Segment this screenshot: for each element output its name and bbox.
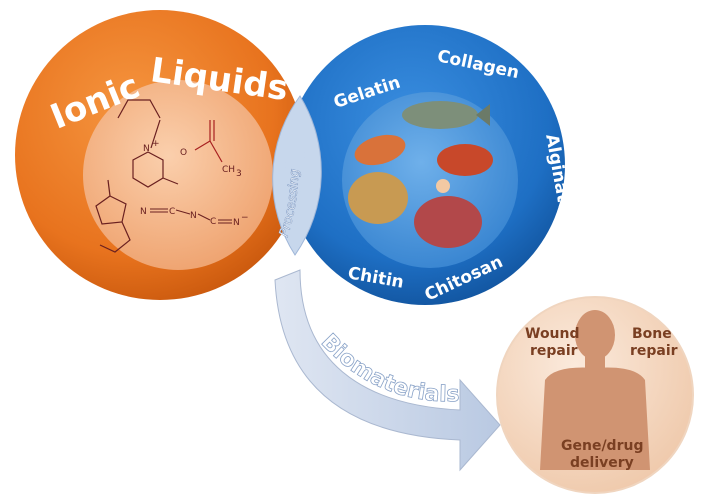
pyridinium-structure: [117, 99, 179, 188]
anion-n1: N: [140, 207, 147, 217]
anion-n3: N: [233, 218, 240, 228]
human-body-icon: [540, 310, 650, 470]
fish-image: [402, 101, 478, 129]
app-gene-line1: Gene/drug: [561, 438, 643, 454]
marine-sources-collage: [348, 101, 493, 248]
oxygen-label: O: [180, 148, 187, 158]
acetate-structure: [194, 120, 223, 163]
crab-image: [437, 144, 493, 176]
plus-sign: +: [152, 139, 160, 149]
dicyanamide-structure: [150, 208, 232, 224]
fish-tail: [476, 104, 490, 126]
ch3-subscript: 3: [236, 169, 242, 179]
imidazolium-structure: [95, 179, 131, 253]
red-algae-image: [414, 196, 482, 248]
app-wound-line2: repair: [530, 343, 578, 359]
seaweed-image: [348, 172, 408, 224]
anion-n2: N: [190, 211, 197, 221]
shrimp-image: [354, 134, 406, 166]
applications-circle: Wound repair Bone repair Gene/drug deliv…: [496, 296, 694, 494]
ionic-liquids-circle: Ionic Liquids N + O CH 3: [15, 10, 305, 300]
anion-minus: −: [241, 213, 249, 223]
anion-c1: C: [169, 207, 175, 217]
n-plus-label: N: [143, 144, 150, 154]
powder-sample-image: [436, 179, 450, 193]
biomaterials-arrow: Biomaterials: [274, 269, 501, 472]
ch3-label: CH: [222, 165, 235, 175]
app-wound-line1: Wound: [525, 326, 580, 342]
app-gene-line2: delivery: [570, 455, 634, 471]
processing-overlap: Processing: [272, 25, 322, 300]
biopolymers-circle: Gelatin Collagen Alginate Chitin Chitosa…: [285, 25, 575, 305]
anion-c2: C: [210, 217, 216, 227]
app-bone-line2: repair: [630, 343, 678, 359]
app-bone-line1: Bone: [632, 326, 672, 342]
